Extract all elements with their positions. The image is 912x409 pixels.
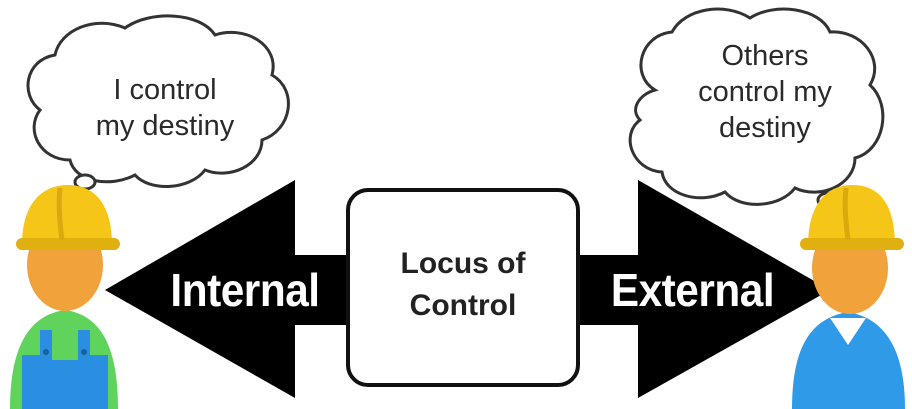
right-bubble-text: Others control my destiny: [670, 38, 860, 146]
internal-label: Internal: [170, 264, 320, 316]
right-bubble-line-2: control my: [698, 76, 832, 108]
right-arrow: [575, 180, 830, 398]
left-arrow: [105, 180, 350, 398]
left-bubble-line-1: I control: [113, 74, 217, 106]
right-bubble-line-1: Others: [721, 40, 809, 72]
left-bubble-text: I control my destiny: [70, 72, 260, 144]
center-line-1: Locus of: [400, 247, 526, 280]
left-bubble-line-2: my destiny: [95, 110, 235, 142]
center-line-2: Control: [409, 289, 517, 322]
worker-left-icon: [10, 185, 120, 409]
center-box-text: Locus of Control: [358, 243, 568, 327]
center-box: [346, 188, 580, 387]
worker-right-icon: [792, 185, 905, 409]
external-label: External: [610, 264, 775, 316]
right-bubble-line-3: destiny: [719, 112, 811, 144]
